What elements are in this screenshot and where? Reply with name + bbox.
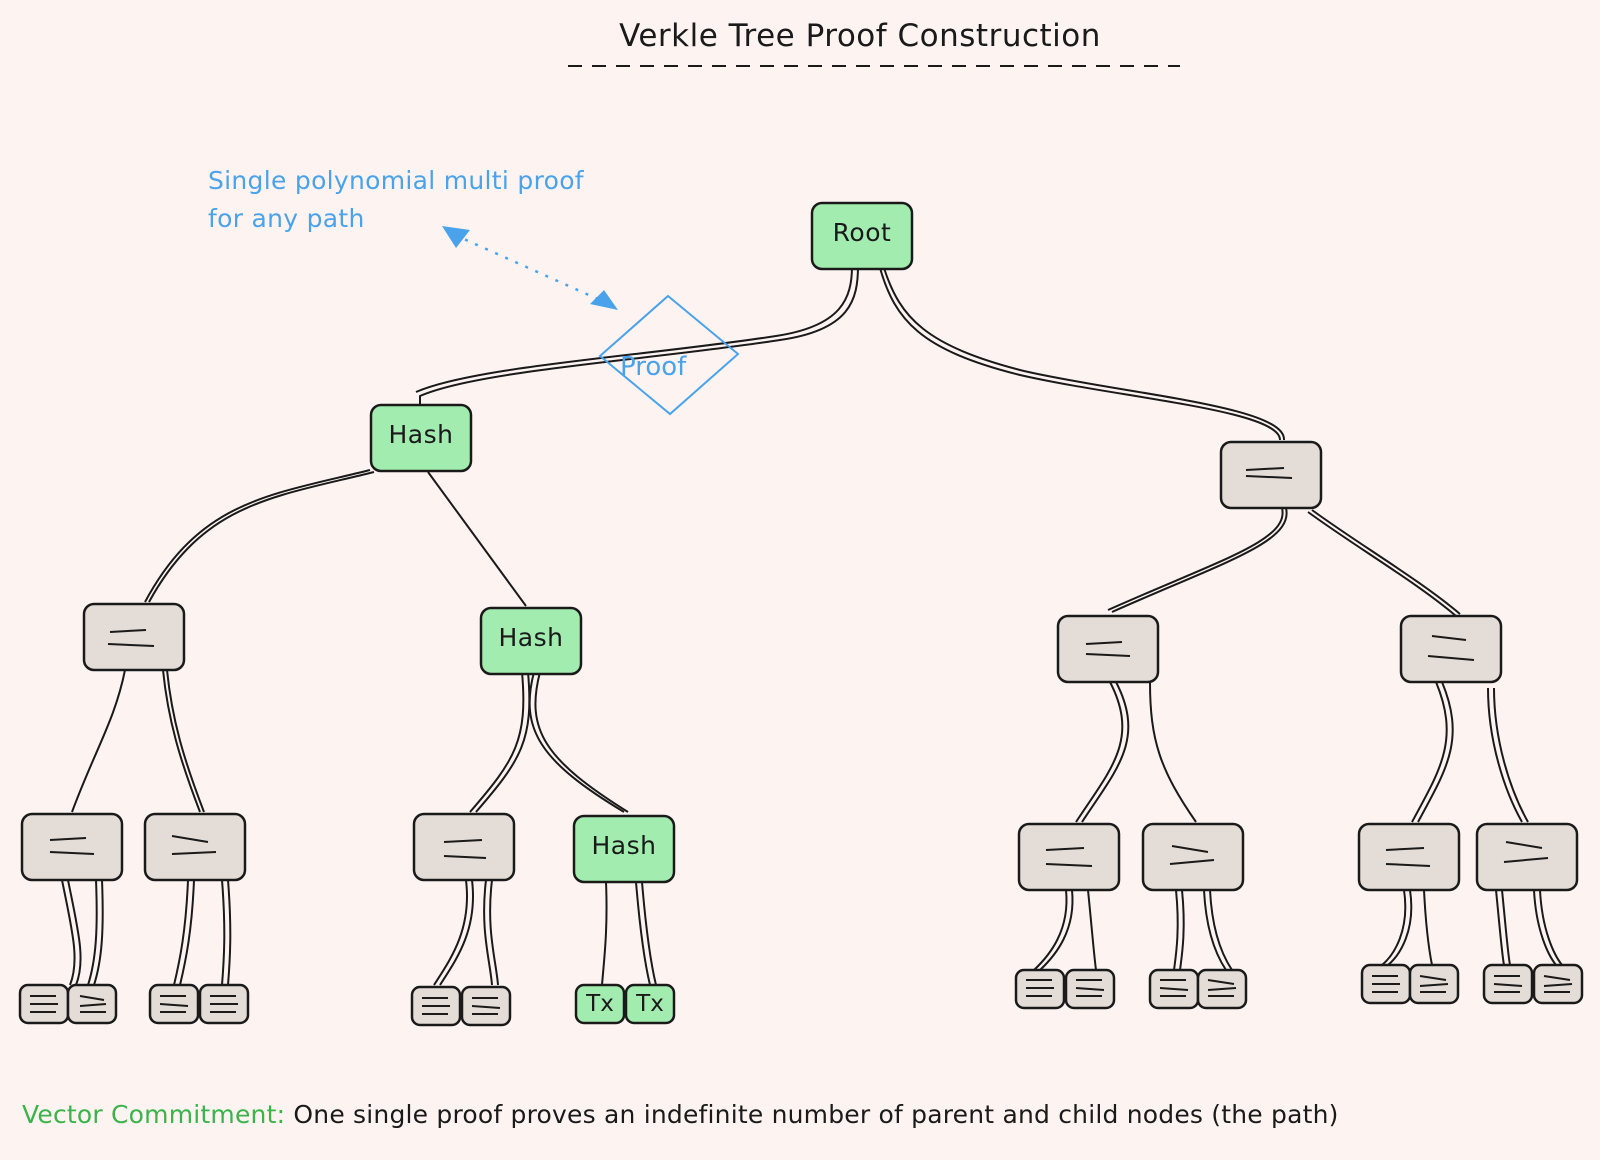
edge-gr2-b [1493, 687, 1529, 823]
edge-right-r [1311, 509, 1461, 615]
arrowhead-up-icon [442, 226, 470, 248]
proof-label: Proof [620, 352, 687, 382]
edge-h2-b [534, 671, 629, 813]
node-level3-c [412, 812, 516, 882]
right-node-level1 [1219, 440, 1323, 510]
proof-diamond [598, 294, 740, 416]
node-level3-e [1017, 822, 1121, 892]
arrowhead-down-icon [590, 290, 618, 310]
edge-g1-a [71, 669, 126, 813]
edge-right-l [1107, 507, 1284, 611]
edge-leaf-h1 [1495, 889, 1505, 966]
leaf-node [66, 983, 118, 1025]
edge-gr2-a [1411, 681, 1448, 823]
edge-leaf-a2 [87, 879, 98, 986]
node-level3-g [1357, 822, 1461, 892]
edge-leaf-d1 [601, 881, 608, 986]
node-level3-a [20, 812, 124, 882]
placeholder-scribbles [30, 467, 1573, 1015]
edge-gr1-a [1075, 681, 1124, 823]
root-label: Root [832, 218, 892, 247]
node-level3-h [1475, 822, 1579, 892]
edge-leaf-c2 [483, 879, 493, 986]
edge-leaf-g1 [1381, 889, 1407, 966]
edge-leaf-e2 [1087, 889, 1097, 971]
edge-leaf-b1 [173, 879, 189, 986]
edge-g1-b [162, 669, 201, 813]
edge-hash1-left [144, 469, 371, 603]
node-level3-b [143, 812, 247, 882]
diagram-title: Verkle Tree Proof Construction [619, 18, 1101, 54]
edge-leaf-d2 [635, 881, 651, 986]
annotation-arrow [442, 226, 618, 310]
edge-root-hash1 [419, 265, 859, 405]
footer-prefix: Vector Commitment: [22, 1100, 286, 1129]
hash-level1-label: Hash [388, 420, 454, 449]
edge-leaf-c1 [433, 879, 468, 986]
annotation-line-2: for any path [208, 204, 365, 233]
right-node-level2-b [1399, 614, 1503, 684]
tx-leaf-left [574, 983, 626, 1025]
hash-level2-label: Hash [498, 623, 564, 652]
node-level3-f [1141, 822, 1245, 892]
edge-leaf-b2 [221, 879, 226, 986]
hash-node-level2 [479, 606, 583, 676]
footer-caption: Vector Commitment: One single proof prov… [22, 1100, 1339, 1129]
edge-root-right [879, 267, 1281, 441]
tree-edges [61, 265, 1563, 986]
edge-gr1-b [1149, 681, 1197, 823]
edge-leaf-f2 [1203, 889, 1227, 971]
left-node-level2 [82, 602, 186, 672]
tx-leaf-right [624, 983, 676, 1025]
proof-annotation: Single polynomial multi proof for any pa… [208, 162, 584, 238]
tx-right-label: Tx [636, 991, 664, 1017]
edge-leaf-g2 [1423, 889, 1433, 966]
edge-leaf-a1 [61, 879, 76, 986]
edge-leaf-e1 [1033, 889, 1068, 971]
tx-left-label: Tx [586, 991, 614, 1017]
edge-h2-a [469, 671, 525, 813]
annotation-line-1: Single polynomial multi proof [208, 166, 584, 195]
hash-level3-label: Hash [591, 831, 657, 860]
footer-text: One single proof proves an indefinite nu… [293, 1100, 1339, 1129]
right-node-level2-a [1056, 614, 1160, 684]
edge-hash1-hash2 [427, 471, 527, 607]
edge-leaf-h2 [1533, 889, 1557, 966]
root-node [810, 201, 914, 271]
edge-leaf-f1 [1173, 889, 1179, 971]
hash-node-level3 [572, 814, 676, 884]
hash-node-level1 [369, 403, 473, 473]
